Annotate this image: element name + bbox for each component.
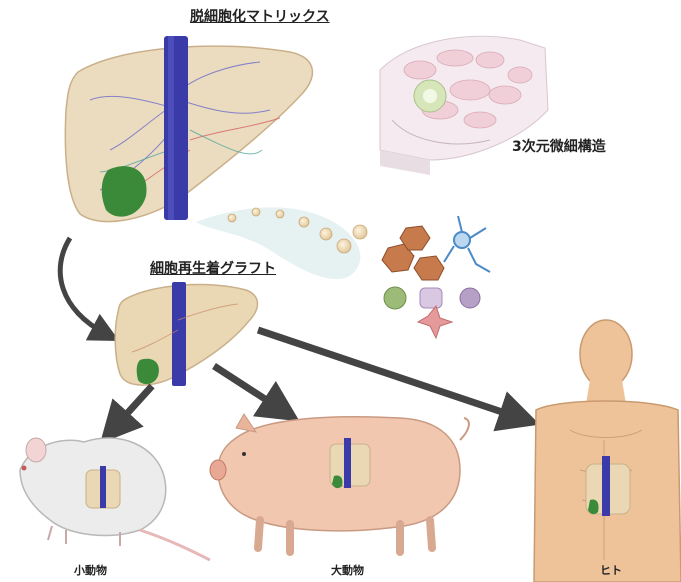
pig-illustration	[210, 414, 469, 552]
neuron-cell	[444, 216, 490, 272]
cell-green	[384, 287, 406, 309]
human-label: ヒト	[600, 562, 622, 578]
curved-arrow	[60, 238, 106, 334]
arrow-to-small-animal	[114, 386, 152, 428]
small-animal-label: 小動物	[74, 562, 107, 578]
recellularized-graft-liver	[115, 282, 257, 386]
rat-illustration	[20, 438, 210, 560]
arrow-to-human	[258, 330, 520, 418]
cell-purple	[420, 288, 442, 308]
large-animal-label: 大動物	[331, 562, 364, 578]
cell-violet	[460, 288, 480, 308]
microstructure-label: 3次元微細構造	[512, 136, 606, 156]
hepatocyte-cluster	[382, 226, 444, 280]
recellularized-graft-label: 細胞再生着グラフト	[150, 258, 276, 278]
cell-pink-star	[418, 306, 452, 338]
human-illustration	[534, 320, 681, 582]
decellularized-matrix-label: 脱細胞化マトリックス	[190, 6, 330, 26]
arrow-to-large-animal	[214, 366, 282, 410]
vena-cava	[164, 36, 188, 220]
decellularized-liver	[65, 36, 312, 222]
